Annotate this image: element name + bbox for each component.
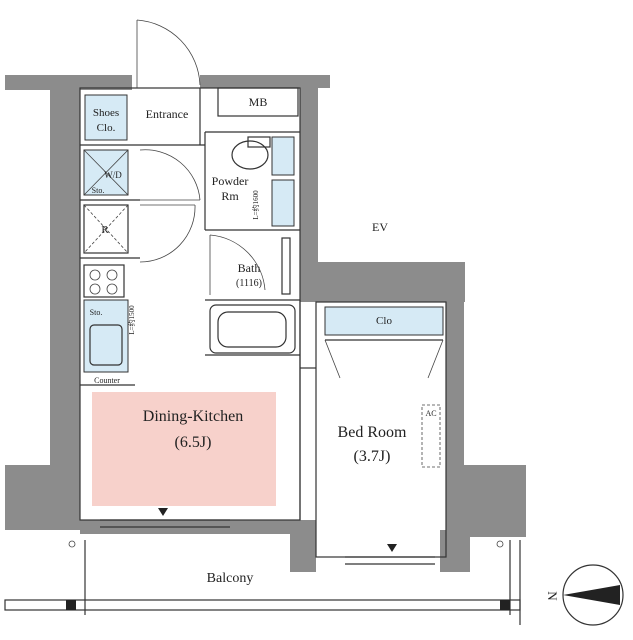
corridor-doors[interactable]: [139, 149, 201, 263]
balcony: [4, 540, 521, 625]
storage-kitchen-label: Sto.: [90, 308, 103, 317]
powder-storage-lower: [271, 179, 295, 227]
dining-kitchen-size-label: (6.5J): [175, 434, 212, 451]
ac-label: AC: [425, 409, 436, 418]
refrigerator-label: R: [101, 224, 109, 236]
compass-icon: [562, 564, 624, 626]
bedroom-closet: [324, 306, 444, 336]
shoes-label: Shoes: [93, 107, 119, 119]
bed-room-label: Bed Room: [338, 424, 407, 441]
bath-panel: [281, 237, 291, 295]
tank: [247, 136, 271, 148]
refrigerator-space: [83, 204, 129, 254]
outer-walls: [5, 75, 526, 572]
closet-label-small: Clo.: [97, 122, 116, 134]
ev-label: EV: [372, 220, 388, 234]
powder-label: Powder: [212, 174, 249, 188]
closet-label: Clo: [376, 315, 392, 327]
powder-storage: [271, 136, 295, 176]
compass-north-label: N: [545, 591, 560, 601]
kitchen-sink: [89, 324, 123, 366]
window-bedroom[interactable]: [345, 544, 435, 565]
mb-label: MB: [249, 95, 268, 109]
entrance-label: Entrance: [146, 107, 189, 121]
storage-small-label: Sto.: [92, 186, 105, 195]
powder-dim-label: L=约1600: [251, 190, 260, 220]
bathtub: [209, 304, 296, 354]
bath-size-label: (1116): [236, 278, 262, 289]
balcony-label: Balcony: [207, 571, 254, 586]
bath-door[interactable]: [209, 234, 266, 295]
bed-room-size-label: (3.7J): [354, 448, 391, 465]
dining-kitchen-label: Dining-Kitchen: [143, 408, 243, 425]
entrance-door[interactable]: [136, 19, 201, 88]
window-dining[interactable]: [100, 508, 230, 528]
shoes-closet: [84, 94, 128, 141]
rm-label: Rm: [221, 189, 239, 203]
counter-label: Counter: [94, 376, 120, 385]
mb-box: [217, 87, 299, 117]
kitchen-dim-label: L=约1500: [127, 305, 136, 335]
toilet: [231, 140, 269, 170]
stove: [83, 264, 125, 298]
kitchen-storage: [83, 299, 129, 373]
bath-label: Bath: [238, 261, 261, 275]
bathtub-inner: [217, 311, 287, 348]
wd-label: W/D: [104, 170, 122, 180]
dining-kitchen-highlight: [92, 392, 276, 506]
